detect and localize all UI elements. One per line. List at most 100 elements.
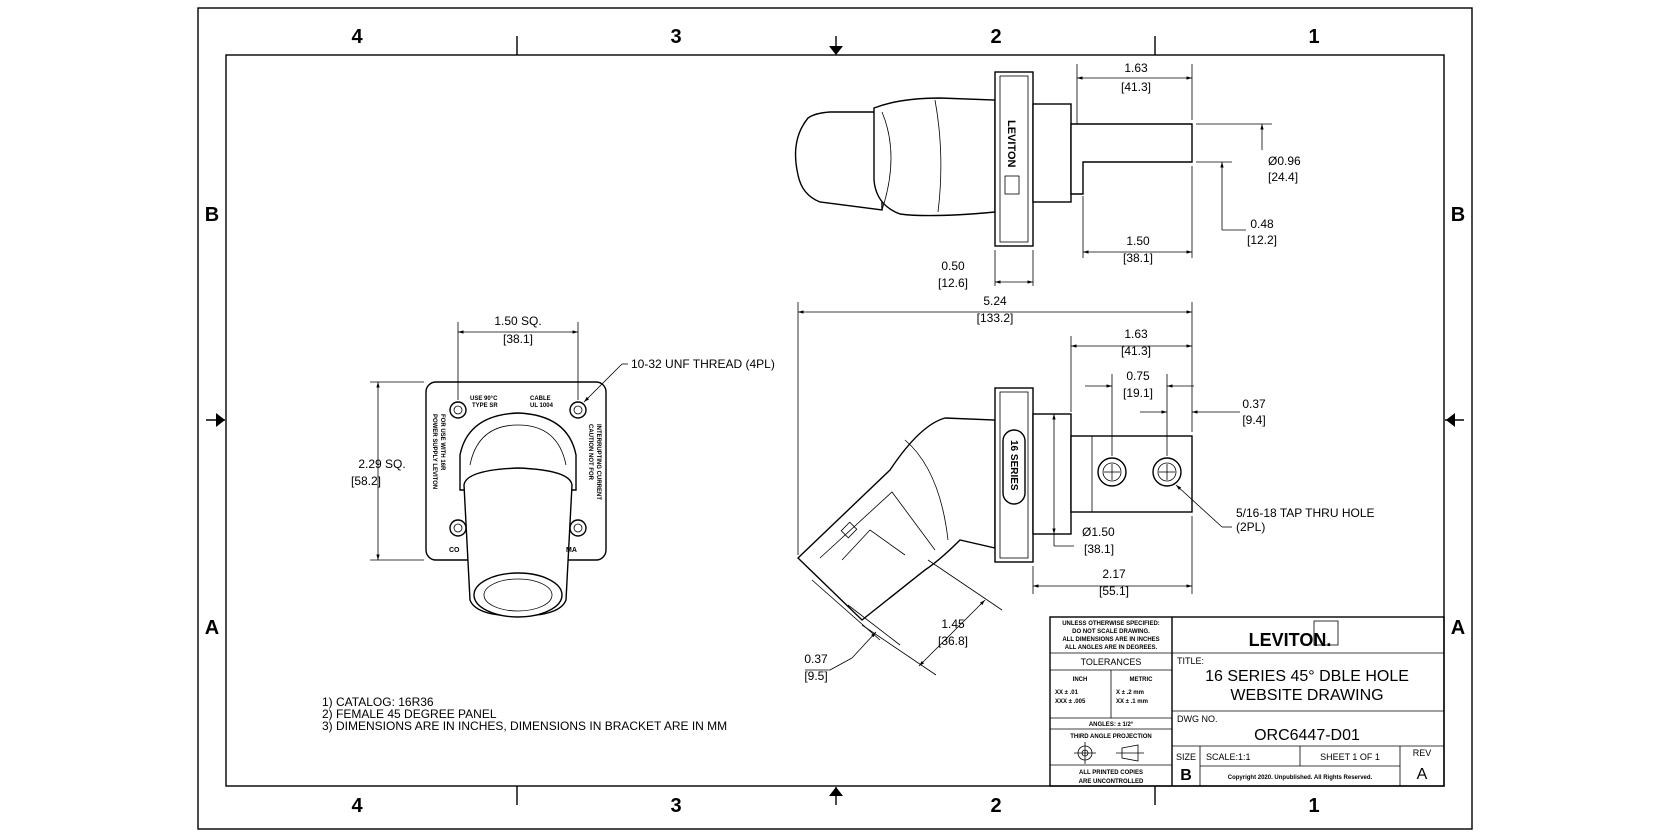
face-text-top-left-1: USE 90°C [470,396,498,402]
face-text-bottom-right: MA [566,547,577,554]
front-view-dimensions: 1.50 SQ. [38.1] 2.29 SQ. [58.2] 10-32 UN… [351,314,775,561]
dim-hole-spacing: 0.75 [1126,369,1150,383]
tb-metric-tol-2: XX ± .1 mm [1116,699,1148,705]
dim-diameter-b: Ø1.50 [1082,525,1115,539]
tb-metric-label: METRIC [1130,677,1154,683]
note-2: 2) FEMALE 45 DEGREE PANEL [322,707,497,721]
dim-square-height: 2.29 SQ. [358,457,405,471]
face-text-top-left-2: TYPE SR [472,403,498,409]
tb-title-line-2: WEBSITE DRAWING [1230,687,1383,704]
tb-tolerances-label: TOLERANCES [1081,657,1142,667]
note-3: 3) DIMENSIONS ARE IN INCHES, DIMENSIONS … [322,719,727,733]
face-text-left-2: POWER SUPPLY LEVITON [431,414,437,489]
zone-col-3-bottom: 3 [670,795,681,817]
tb-general-note-4: ALL ANGLES ARE IN DEGREES. [1065,645,1158,651]
dim-square-width-mm: [38.1] [503,332,533,346]
dim-diameter-a: Ø0.96 [1268,154,1301,168]
tb-general-note-1: UNLESS OTHERWISE SPECIFIED: [1062,621,1160,627]
face-text-bottom-left: CO [449,547,460,554]
zone-row-a-left: A [205,617,219,639]
leviton-marking: LEVITON [1005,120,1017,168]
tb-metric-tol-1: X ± .2 mm [1116,690,1144,696]
callout-thread: 10-32 UNF THREAD (4PL) [631,357,775,371]
third-angle-projection-icon [1074,742,1144,764]
dim-angled-end: 0.37 [804,652,828,666]
dim-length-c-mm: [55.1] [1099,584,1129,598]
tb-size: B [1180,767,1192,784]
leviton-logo: LEVITON. [1249,620,1339,650]
note-1: 1) CATALOG: 16R36 [322,695,434,709]
face-text-right-2: INTERRUPTING CURRENT [595,424,601,500]
tb-inch-label: INCH [1073,677,1088,683]
tb-dwg-label: DWG NO. [1177,714,1218,724]
dim-hole-spacing-mm: [19.1] [1123,386,1153,400]
dim-flange-a: 0.50 [941,259,965,273]
centering-marks [206,36,1464,805]
dim-offset-a: 0.48 [1250,217,1274,231]
zone-col-1-top: 1 [1308,26,1319,48]
series-marking: 16 SERIES [1008,440,1019,491]
svg-text:LEVITON.: LEVITON. [1249,630,1332,650]
callout-tap-hole-count: (2PL) [1236,520,1265,534]
tb-inch-tol-1: XX ± .01 [1055,690,1079,696]
bottom-view-dimensions: 5.24 [133.2] 1.63 [41.3] 0.75 [19.1] 0.3… [797,294,1375,683]
title-block: UNLESS OTHERWISE SPECIFIED: DO NOT SCALE… [1049,616,1445,787]
tb-rev: A [1417,766,1428,783]
dim-hole-edge-mm: [9.4] [1242,413,1265,427]
zone-ticks [516,36,1156,805]
tb-copies-note-1: ALL PRINTED COPIES [1079,770,1143,776]
dim-angled-length: 1.45 [941,617,965,631]
dim-flange-a-mm: [12.6] [938,276,968,290]
side-view-top: LEVITON [794,71,1193,247]
face-text-right-1: CAUTION NOT FOR [587,424,593,481]
dim-diameter-b-mm: [38.1] [1084,542,1114,556]
tb-sheet: SHEET 1 OF 1 [1320,752,1380,762]
tb-title-line-1: 16 SERIES 45° DBLE HOLE [1205,668,1409,685]
tb-general-note-3: ALL DIMENSIONS ARE IN INCHES [1062,637,1159,643]
callout-tap-hole: 5/16-18 TAP THRU HOLE [1236,506,1375,520]
zone-col-2-top: 2 [990,26,1001,48]
tb-projection: THIRD ANGLE PROJECTION [1070,734,1151,740]
zone-col-3-top: 3 [670,26,681,48]
dim-overall: 5.24 [983,294,1007,308]
dim-top-length-b-mm: [41.3] [1121,344,1151,358]
inner-border [225,54,1445,787]
tb-size-label: SIZE [1176,752,1196,762]
zone-row-a-right: A [1451,617,1465,639]
dim-length-b-mm: [38.1] [1123,251,1153,265]
dim-angled-length-mm: [36.8] [938,634,968,648]
dim-length-b: 1.50 [1126,234,1150,248]
face-text-top-right-2: UL 1004 [530,403,554,409]
tb-copyright: Copyright 2020. Unpublished. All Rights … [1228,775,1373,781]
tb-dwg-no: ORC6447-D01 [1254,727,1360,744]
tb-title-label: TITLE: [1177,656,1204,666]
dim-overall-mm: [133.2] [977,311,1014,325]
tb-rev-label: REV [1413,748,1432,758]
tb-angles: ANGLES: ± 1/2° [1089,722,1134,728]
dim-square-width: 1.50 SQ. [494,314,541,328]
tb-general-note-2: DO NOT SCALE DRAWING. [1072,629,1150,635]
face-text-top-right-1: CABLE [530,396,551,402]
zone-row-b-right: B [1451,204,1465,226]
dim-offset-a-mm: [12.2] [1247,233,1277,247]
zone-row-b-left: B [205,204,219,226]
face-text-left-1: FOR USE WITH 16R [439,414,445,471]
dim-angled-end-mm: [9.5] [804,669,827,683]
dim-top-length-a-mm: [41.3] [1121,80,1151,94]
tb-inch-tol-2: XXX ± .005 [1055,699,1086,705]
tb-copies-note-2: ARE UNCONTROLLED [1079,779,1144,785]
dim-top-length-a: 1.63 [1124,61,1148,75]
zone-col-1-bottom: 1 [1308,795,1319,817]
front-view: USE 90°C TYPE SR CABLE UL 1004 FOR USE W… [425,381,607,618]
top-view-dimensions: 1.63 [41.3] Ø0.96 [24.4] 0.48 [12.2] 1.5… [938,61,1301,290]
dim-top-length-b: 1.63 [1124,327,1148,341]
side-view-bottom: 16 SERIES [796,387,1193,641]
dim-square-height-mm: [58.2] [351,474,381,488]
dim-length-c: 2.17 [1102,567,1126,581]
outer-border [197,7,1473,830]
zone-col-2-bottom: 2 [990,795,1001,817]
dim-diameter-a-mm: [24.4] [1268,170,1298,184]
dim-hole-edge: 0.37 [1242,397,1266,411]
zone-col-4-bottom: 4 [351,795,363,817]
